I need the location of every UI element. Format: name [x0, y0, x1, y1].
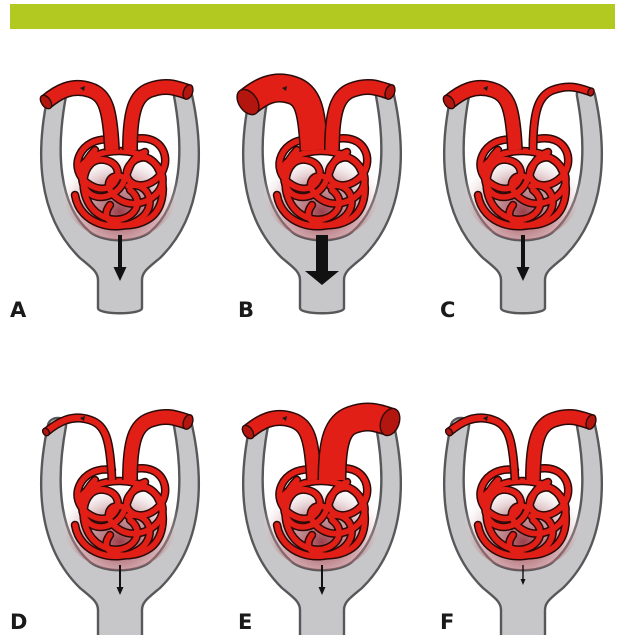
- panel-d: [41, 413, 199, 635]
- panel-e: [240, 406, 403, 635]
- panel-b: [233, 83, 401, 313]
- panel-c: [441, 86, 602, 313]
- panel-letter: F: [440, 610, 454, 634]
- panel-a: [38, 83, 199, 313]
- panel-letter: A: [10, 298, 27, 322]
- panel-f: [444, 413, 602, 635]
- panel-letter: E: [238, 610, 252, 634]
- panel-letter: B: [238, 298, 254, 322]
- panel-letter: D: [10, 610, 27, 634]
- panel-letter: C: [440, 298, 455, 322]
